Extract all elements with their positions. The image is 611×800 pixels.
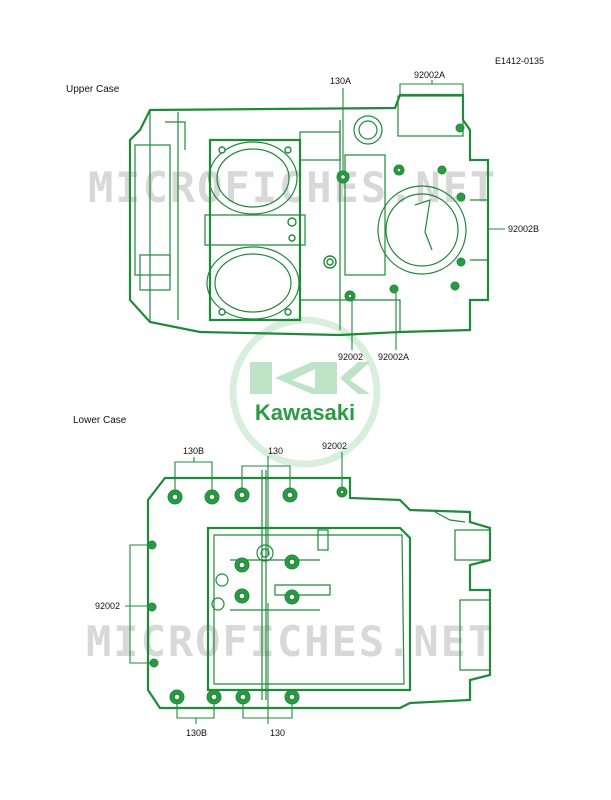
section-title-upper-case: Upper Case (66, 84, 120, 95)
kawasaki-logo: Kawasaki (229, 316, 381, 468)
watermark-lower: MICROFICHES.NET (86, 617, 495, 666)
callout-upper-92002b: 92002B (508, 224, 539, 234)
lower-case-drawing (146, 470, 492, 710)
callout-upper-130a: 130A (330, 76, 351, 86)
lower-leaders (125, 452, 343, 724)
kawasaki-logo-text: Kawasaki (255, 400, 355, 425)
callout-lower-130b-bottom: 130B (186, 728, 207, 738)
upper-case-drawing (128, 93, 490, 337)
callout-upper-92002a-bottom: 92002A (378, 352, 409, 362)
callout-lower-92002-top: 92002 (322, 441, 347, 451)
callout-lower-130b-top: 130B (183, 446, 204, 456)
section-title-lower-case: Lower Case (73, 415, 127, 426)
callout-lower-130-top: 130 (268, 446, 283, 456)
callout-upper-92002a-top: 92002A (414, 70, 445, 80)
watermark-upper: MICROFICHES.NET (88, 163, 497, 212)
upper-leaders (342, 80, 505, 350)
diagram-code: E1412-0135 (495, 56, 544, 66)
callout-lower-92002-left: 92002 (95, 601, 120, 611)
callout-lower-130-bottom: 130 (270, 728, 285, 738)
callout-upper-92002-bottom: 92002 (338, 352, 363, 362)
